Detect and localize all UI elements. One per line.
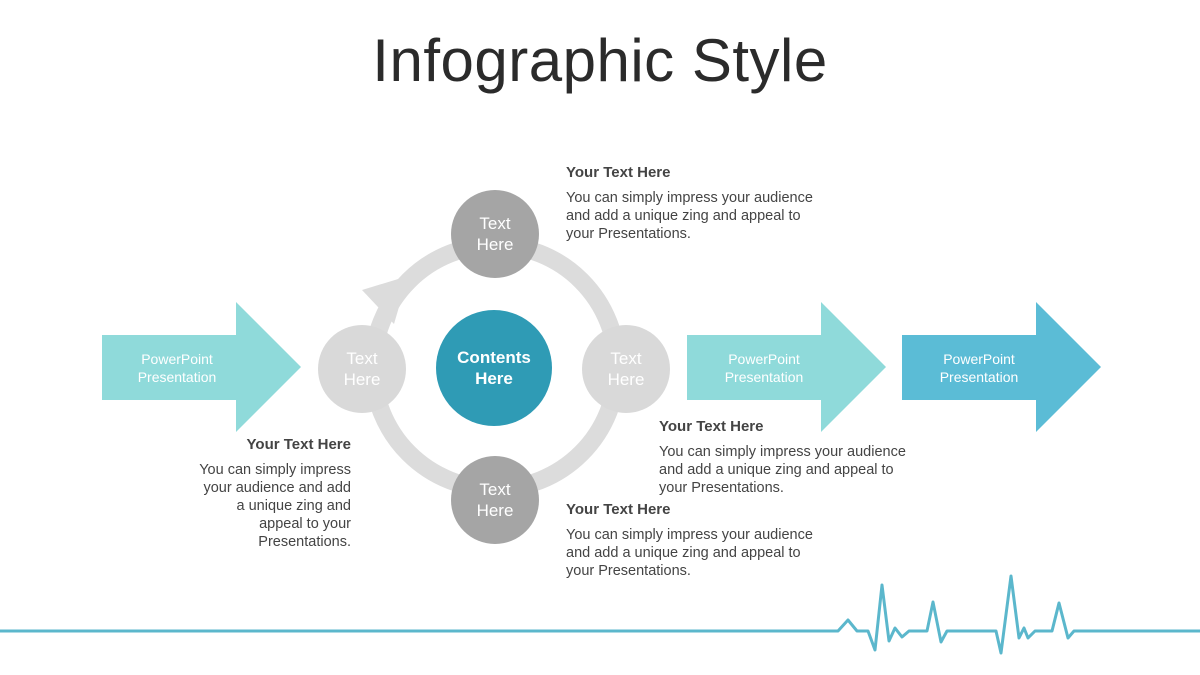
slide-title: Infographic Style bbox=[372, 27, 828, 94]
text-block-heading: Your Text Here bbox=[566, 164, 671, 181]
text-block-top: Your Text Here You can simply impress yo… bbox=[566, 164, 866, 243]
cycle-node-left bbox=[318, 325, 406, 413]
arrow-middle bbox=[687, 302, 886, 432]
heartbeat-line bbox=[0, 574, 1200, 655]
text-block-bottom: Your Text Here You can simply impress yo… bbox=[566, 501, 866, 580]
cycle-node-right bbox=[582, 325, 670, 413]
arrow-right bbox=[902, 302, 1101, 432]
cycle-node-top bbox=[451, 190, 539, 278]
text-block-heading: Your Text Here bbox=[659, 418, 764, 435]
arrow-left bbox=[102, 302, 301, 432]
text-block-right: Your Text Here You can simply impress yo… bbox=[659, 418, 959, 497]
text-block-heading: Your Text Here bbox=[246, 436, 351, 453]
cycle-node-bottom bbox=[451, 456, 539, 544]
text-block-heading: Your Text Here bbox=[566, 501, 671, 518]
cycle-arrow-head-icon bbox=[362, 276, 408, 324]
center-circle bbox=[436, 310, 552, 426]
